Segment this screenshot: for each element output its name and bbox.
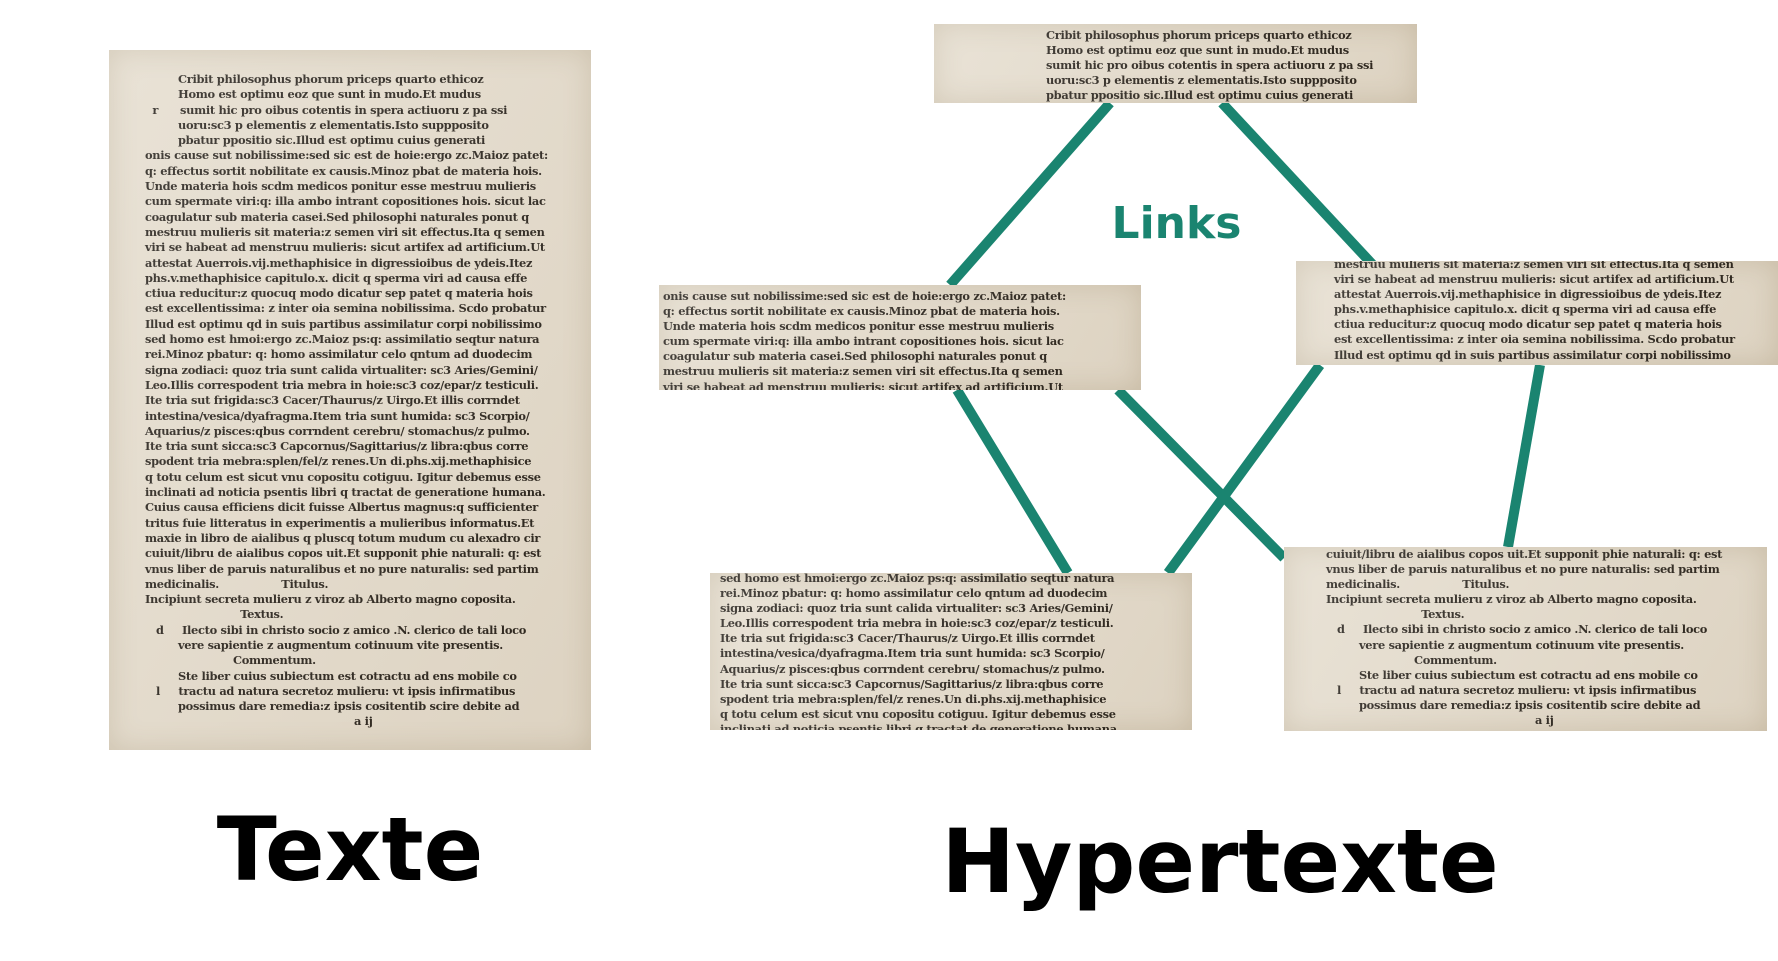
- full-text-page: Cribit philosophus phorum priceps quarto…: [109, 50, 591, 750]
- fragment-left-text: onis cause sut nobilissime:sed sic est d…: [663, 289, 1066, 390]
- fragment-right: mestruu mulieris sit materia:z semen vir…: [1296, 261, 1778, 365]
- link-left-to-bottom-right: [1114, 386, 1288, 562]
- fragment-bottom-left: sed homo est hmoi:ergo zc.Maioz ps:q: as…: [710, 573, 1192, 730]
- link-right-to-bottom-left: [1163, 362, 1325, 576]
- fragment-bottom-right-text: cuiuit/libru de aialibus copos uit.Et su…: [1326, 547, 1723, 728]
- fragment-bottom-left-text: sed homo est hmoi:ergo zc.Maioz ps:q: as…: [720, 573, 1121, 730]
- link-left-to-bottom-left: [952, 387, 1073, 576]
- link-right-to-bottom-right: [1503, 364, 1545, 548]
- caption-texte: Texte: [216, 798, 484, 901]
- fragment-right-text: mestruu mulieris sit materia:z semen vir…: [1334, 261, 1735, 362]
- full-page-text: Cribit philosophus phorum priceps quarto…: [145, 72, 548, 729]
- fragment-top: Cribit philosophus phorum priceps quarto…: [934, 24, 1417, 103]
- link-top-to-right: [1218, 99, 1377, 269]
- links-label: Links: [1084, 196, 1269, 252]
- fragment-bottom-right: cuiuit/libru de aialibus copos uit.Et su…: [1284, 547, 1767, 731]
- caption-hypertexte: Hypertexte: [941, 810, 1499, 913]
- link-top-to-left: [946, 99, 1114, 289]
- fragment-left: onis cause sut nobilissime:sed sic est d…: [659, 285, 1141, 390]
- fragment-top-text: Cribit philosophus phorum priceps quarto…: [1046, 28, 1374, 103]
